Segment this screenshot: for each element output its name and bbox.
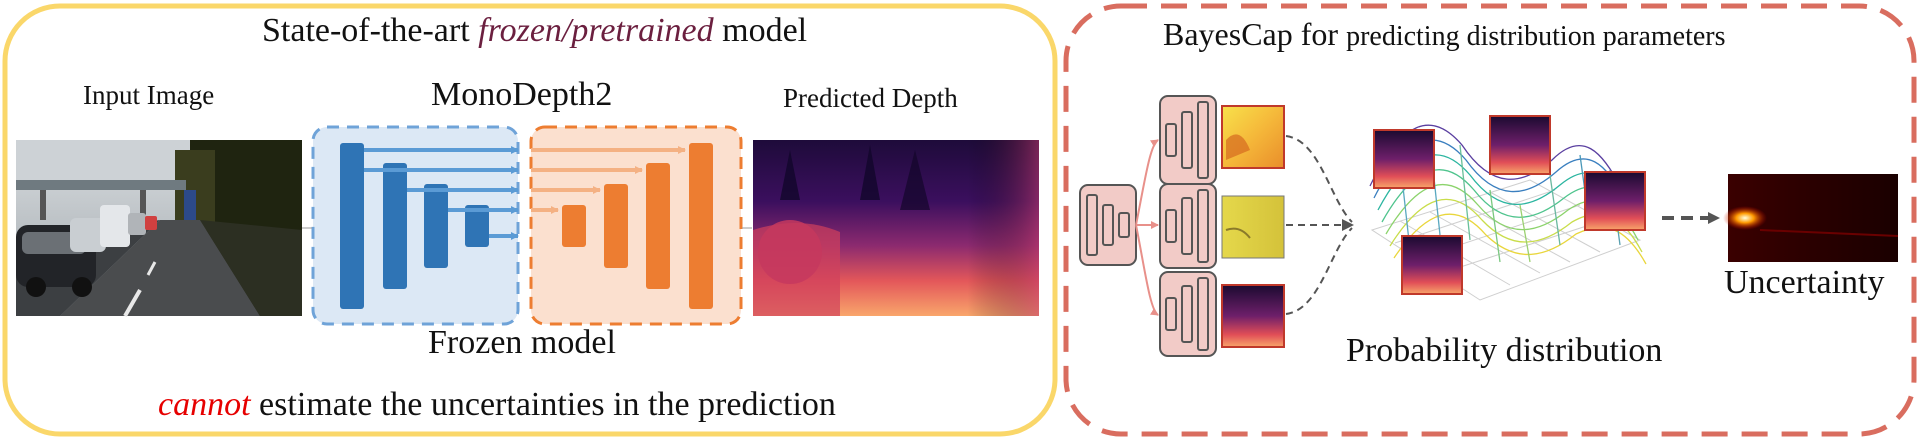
param-to-distribution-arrows	[1285, 135, 1354, 315]
sample-map-4	[1401, 235, 1463, 295]
sample-map-3	[1584, 171, 1646, 231]
predicted-depth-image	[753, 140, 1039, 316]
left-title-emphasis: frozen/pretrained	[478, 12, 714, 49]
decoder-bar-4	[689, 143, 713, 309]
uncertainty-label: Uncertainty	[1724, 264, 1885, 301]
bayescap-input-block	[1079, 184, 1137, 266]
right-title-start: BayesCap for	[1163, 16, 1347, 52]
input-image-label: Input Image	[83, 80, 215, 110]
distribution-label: Probability distribution	[1346, 332, 1663, 369]
right-panel-border	[1063, 3, 1917, 437]
decoder-bar-3	[646, 163, 670, 289]
right-panel-title: BayesCap for predicting distribution par…	[1163, 16, 1726, 53]
left-panel-footer: cannot estimate the uncertainties in the…	[158, 386, 836, 424]
footer-emphasis: cannot	[158, 386, 251, 423]
model-label: MonoDepth2	[431, 76, 613, 113]
encoder-bar-2	[383, 163, 407, 289]
decoder-bar-1	[562, 205, 586, 247]
right-title-rest: predicting distribution parameters	[1346, 21, 1726, 52]
param-map-3	[1221, 284, 1285, 348]
uncertainty-image	[1723, 174, 1899, 262]
encoder-bar-1	[340, 143, 364, 309]
param-map-1	[1221, 105, 1285, 169]
left-title-start: State-of-the-art	[262, 12, 479, 49]
encoder-bar-3	[424, 184, 448, 268]
probability-surface	[1369, 115, 1647, 301]
frozen-model-label: Frozen model	[428, 324, 616, 361]
bayescap-head-3	[1159, 271, 1217, 357]
skip-connections	[364, 146, 519, 240]
left-panel-border	[2, 3, 1058, 437]
left-panel-title: State-of-the-art frozen/pretrained model	[262, 12, 807, 50]
bayescap-connections	[1135, 139, 1159, 316]
footer-rest: estimate the uncertainties in the predic…	[250, 386, 836, 423]
bayescap-head-1	[1159, 95, 1217, 185]
param-map-2	[1221, 195, 1285, 259]
left-title-end: model	[713, 12, 808, 49]
encoder-bar-4	[465, 205, 489, 247]
sample-map-2	[1489, 115, 1551, 175]
decoder-connections	[531, 146, 686, 214]
sample-map-1	[1373, 129, 1435, 189]
input-image	[16, 140, 302, 317]
output-label: Predicted Depth	[783, 83, 958, 113]
decoder-bar-2	[604, 184, 628, 268]
decoder-box	[529, 125, 743, 326]
encoder-box	[311, 125, 520, 326]
bayescap-head-2	[1159, 183, 1217, 269]
